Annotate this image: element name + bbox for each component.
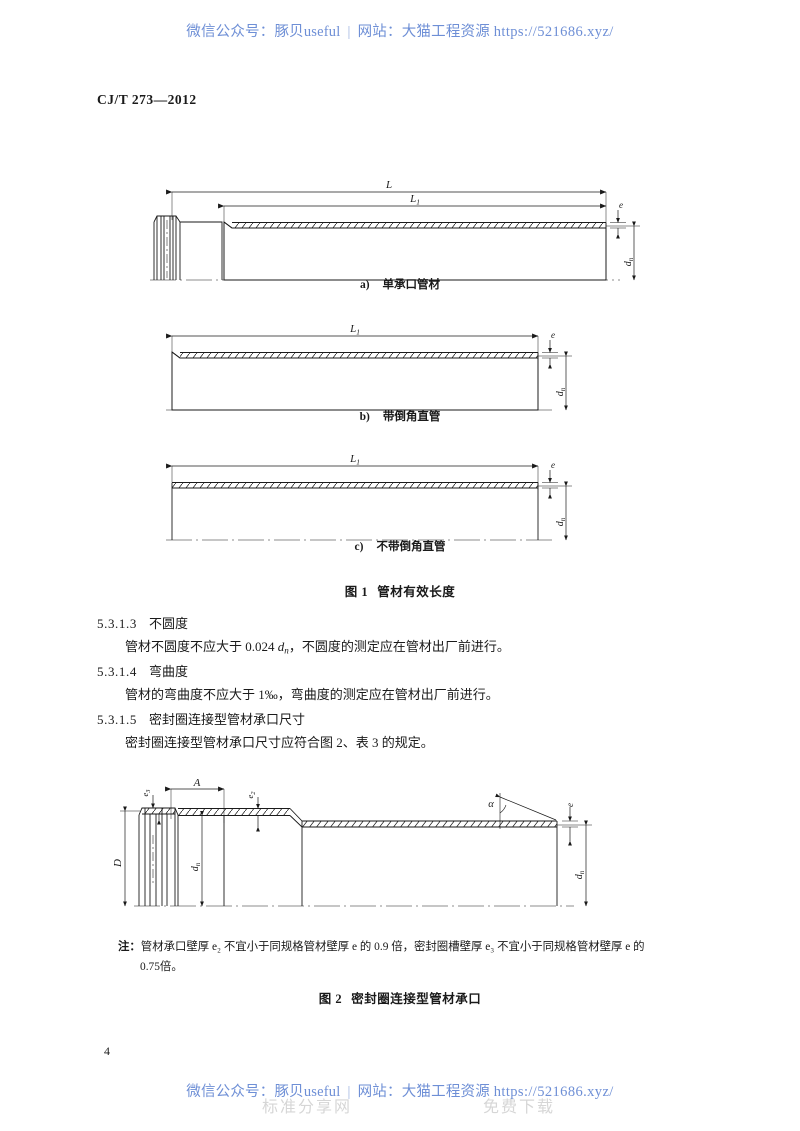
clause-5313-value: 0.024 — [245, 639, 275, 654]
subfigure-a-title: 单承口管材 — [382, 279, 441, 291]
clause-5314-value: 1‰ — [258, 687, 278, 702]
clause-body-5315: 密封圈连接型管材承口尺寸应符合图 2、表 3 的规定。 — [125, 732, 434, 751]
promo-banner-bottom: 微信公众号：豚贝useful | 网站：大猫工程资源 https://521686.… — [0, 1080, 800, 1101]
clause-title-5313: 不圆度 — [148, 616, 188, 631]
figure-2-note: 注：管材承口壁厚 e₂ 不宜小于同规格管材壁厚 e 的 0.9 倍，密封圈槽壁厚… — [118, 938, 708, 978]
figure-1-drawing: L L1 e dn L1 e dn L1 e dn — [150, 179, 640, 541]
subfigure-c-title: 不带倒角直管 — [376, 541, 446, 553]
standard-code-header: CJ/T 273—2012 — [97, 92, 197, 107]
promo-url-bottom[interactable]: https://521686.xyz/ — [493, 1084, 614, 1100]
dim-label-alpha: α — [488, 799, 494, 810]
figure-1-caption: 图 1 管材有效长度 — [0, 581, 800, 600]
site-name: 大猫工程资源 — [401, 24, 490, 40]
dim-label-L1-b: L1 — [349, 323, 360, 337]
promo-separator: | — [347, 24, 351, 40]
dim-label-e2: e2 — [245, 791, 257, 799]
clause-body-5314: 管材的弯曲度不应大于 1‰，弯曲度的测定应在管材出厂前进行。 — [125, 684, 499, 703]
dim-label-e-a: e — [619, 200, 623, 210]
clause-title-5315: 密封圈连接型管材承口尺寸 — [148, 712, 305, 727]
clause-body-5313: 管材不圆度不应大于 0.024 dn，不圆度的测定应在管材出厂前进行。 — [125, 636, 510, 655]
ghost-watermark-left: 标准分享网 — [262, 1099, 353, 1116]
clause-5314-text-post: ，弯曲度的测定应在管材出厂前进行。 — [277, 687, 499, 702]
site-label-bottom: 网站： — [357, 1084, 402, 1100]
site-name-bottom: 大猫工程资源 — [401, 1084, 490, 1100]
subfigure-b-title: 带倒角直管 — [382, 411, 441, 423]
note-line-1: 管材承口壁厚 e₂ 不宜小于同规格管材壁厚 e 的 0.9 倍，密封圈槽壁厚 e… — [140, 941, 645, 953]
clause-5313-symbol: dn — [277, 639, 289, 656]
clause-number-5313: 5.3.1.3 — [97, 616, 137, 631]
subfigure-caption-b: b) 带倒角直管 — [0, 408, 800, 424]
clause-heading-5313: 5.3.1.3 不圆度 — [97, 613, 188, 632]
ghost-watermark-right: 免费下载 — [483, 1099, 556, 1116]
dim-label-e3: e3 — [140, 789, 152, 797]
dim-label-A: A — [193, 777, 201, 789]
subfigure-c-label: c) — [354, 541, 364, 553]
figure-2-drawing: A e3 e2 D dn α e dn — [112, 777, 592, 907]
clause-title-5314: 弯曲度 — [148, 664, 188, 679]
wechat-label-bottom: 微信公众号： — [186, 1084, 275, 1100]
page-number: 4 — [104, 1044, 110, 1058]
dim-label-dn-b: dn — [555, 387, 567, 396]
promo-banner-top: 微信公众号：豚贝useful | 网站：大猫工程资源 https://521686.… — [0, 20, 800, 41]
clause-heading-5315: 5.3.1.5 密封圈连接型管材承口尺寸 — [97, 709, 305, 728]
promo-url[interactable]: https://521686.xyz/ — [493, 24, 614, 40]
clause-5313-text-post: ，不圆度的测定应在管材出厂前进行。 — [288, 639, 510, 654]
site-label: 网站： — [357, 24, 402, 40]
dim-label-e-c: e — [551, 460, 555, 470]
dim-label-dn-socket: dn — [190, 862, 202, 871]
wechat-account-name-bottom: 豚贝useful — [274, 1084, 341, 1100]
clause-5313-text-pre: 管材不圆度不应大于 — [125, 639, 243, 654]
dim-label-e-right: e — [565, 803, 575, 807]
clause-number-5315: 5.3.1.5 — [97, 712, 137, 727]
note-label: 注： — [118, 941, 141, 953]
dim-label-L1: L1 — [409, 193, 420, 207]
figure-2-caption: 图 2 密封圈连接型管材承口 — [0, 988, 800, 1007]
subfigure-caption-c: c) 不带倒角直管 — [0, 538, 800, 554]
wechat-label: 微信公众号： — [186, 24, 275, 40]
dim-label-D: D — [112, 859, 124, 868]
subfigure-caption-a: a) 单承口管材 — [0, 276, 800, 292]
subfigure-b-label: b) — [359, 411, 370, 423]
figure-1-label: 图 1 — [344, 585, 369, 599]
dim-label-dn-a: dn — [623, 257, 635, 266]
clause-5315-text: 密封圈连接型管材承口尺寸应符合图 2、表 3 的规定。 — [125, 735, 434, 750]
figure-2-label: 图 2 — [318, 992, 343, 1006]
dim-label-e-b: e — [551, 330, 555, 340]
dim-label-dn-c: dn — [555, 517, 567, 526]
clause-5314-text-pre: 管材的弯曲度不应大于 — [125, 687, 256, 702]
wechat-account-name: 豚贝useful — [274, 24, 341, 40]
note-line-2: 0.75倍。 — [140, 960, 183, 973]
subfigure-a-label: a) — [359, 279, 370, 291]
dim-label-L1-c: L1 — [349, 453, 360, 467]
promo-separator-bottom: | — [347, 1084, 351, 1100]
clause-heading-5314: 5.3.1.4 弯曲度 — [97, 661, 188, 680]
dim-label-dn-right: dn — [574, 870, 586, 879]
figure-1-title: 管材有效长度 — [377, 585, 456, 599]
dim-label-L: L — [385, 179, 392, 191]
figure-2-title: 密封圈连接型管材承口 — [351, 992, 482, 1006]
clause-number-5314: 5.3.1.4 — [97, 664, 137, 679]
